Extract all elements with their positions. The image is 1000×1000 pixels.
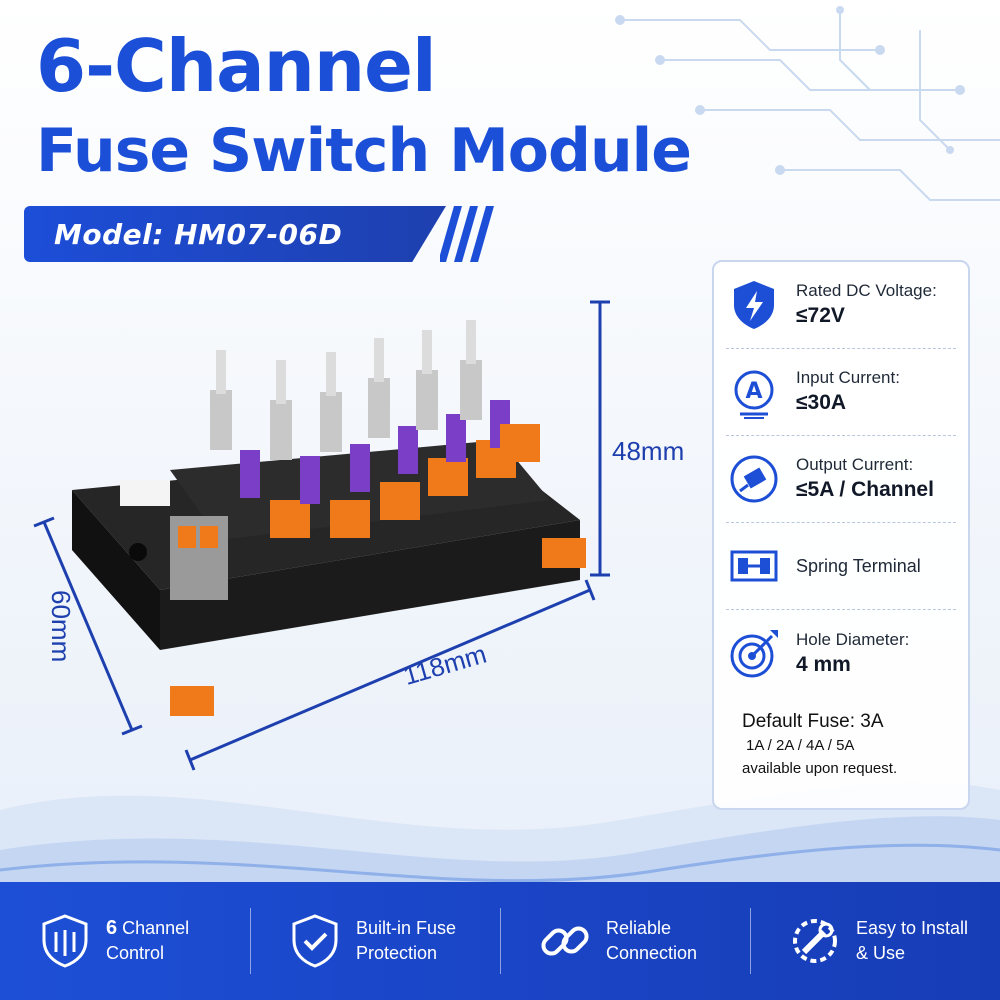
spec-label: Hole Diameter: [796, 629, 910, 649]
svg-text:A: A [745, 379, 762, 404]
feature-line1: Channel [117, 918, 190, 938]
feature-line2: & Use [856, 943, 906, 963]
fuse-default: Default Fuse: 3A [742, 711, 884, 732]
spec-label: Rated DC Voltage: [796, 281, 937, 300]
banner-stripes [440, 206, 494, 262]
spec-output-current: Output Current: ≤5A / Channel [726, 436, 956, 523]
feature-line2: Protection [356, 943, 438, 963]
feature-bar: 6 Channel Control Built-in Fuse Protecti… [0, 882, 1000, 1000]
feature-reliable-connection: Reliable Connection [500, 882, 750, 1000]
spec-value: ≤30A [796, 391, 847, 414]
width-dimension: 60mm [46, 590, 76, 663]
spec-label: Spring Terminal [796, 555, 921, 576]
spec-card: Rated DC Voltage: ≤72V A Input Current: … [712, 260, 970, 810]
model-banner: Model: HM07-06D [24, 206, 446, 262]
feature-line1: Built-in Fuse [356, 918, 457, 938]
spec-input-current: A Input Current: ≤30A [726, 349, 956, 436]
feature-channel-control: 6 Channel Control [0, 882, 250, 1000]
spec-spring-terminal: Spring Terminal [726, 523, 956, 610]
fuse-options: 1A / 2A / 4A / 5A [746, 737, 855, 754]
feature-line1: Reliable [606, 918, 672, 938]
target-icon [730, 629, 778, 677]
feature-fuse-protection: Built-in Fuse Protection [250, 882, 500, 1000]
wrench-gear-icon [793, 919, 837, 963]
height-dimension: 48mm [612, 436, 685, 466]
shield-stripes-icon [42, 914, 88, 968]
spec-value: ≤72V [796, 304, 845, 327]
feature-count: 6 [106, 917, 118, 939]
output-current-icon [730, 455, 778, 503]
feature-line2: Connection [606, 943, 698, 963]
spring-terminal-icon [730, 550, 778, 582]
spec-hole-diameter: Hole Diameter: 4 mm [726, 610, 956, 697]
title-line-1: 6-Channel [36, 24, 437, 108]
circuit-background [615, 6, 1000, 201]
ampere-icon: A [734, 370, 774, 419]
link-icon [541, 926, 589, 956]
spec-label: Output Current: [796, 455, 914, 474]
spec-label: Input Current: [796, 368, 900, 387]
fuse-note: available upon request. [742, 760, 898, 777]
spec-value: 4 mm [796, 652, 851, 676]
fuse-info: Default Fuse: 3A 1A / 2A / 4A / 5A avail… [726, 697, 956, 781]
title-line-2: Fuse Switch Module [36, 116, 692, 186]
feature-line2: Control [106, 943, 165, 963]
shield-check-icon [292, 914, 338, 968]
spec-value: ≤5A / Channel [796, 478, 934, 501]
feature-line1: Easy to Install [856, 918, 969, 938]
shield-bolt-icon [734, 281, 774, 329]
model-label: Model: HM07-06D [54, 217, 343, 251]
fuse-switch-module-image [33, 300, 610, 771]
spec-rated-voltage: Rated DC Voltage: ≤72V [726, 262, 956, 349]
feature-easy-install: Easy to Install & Use [750, 882, 1000, 1000]
